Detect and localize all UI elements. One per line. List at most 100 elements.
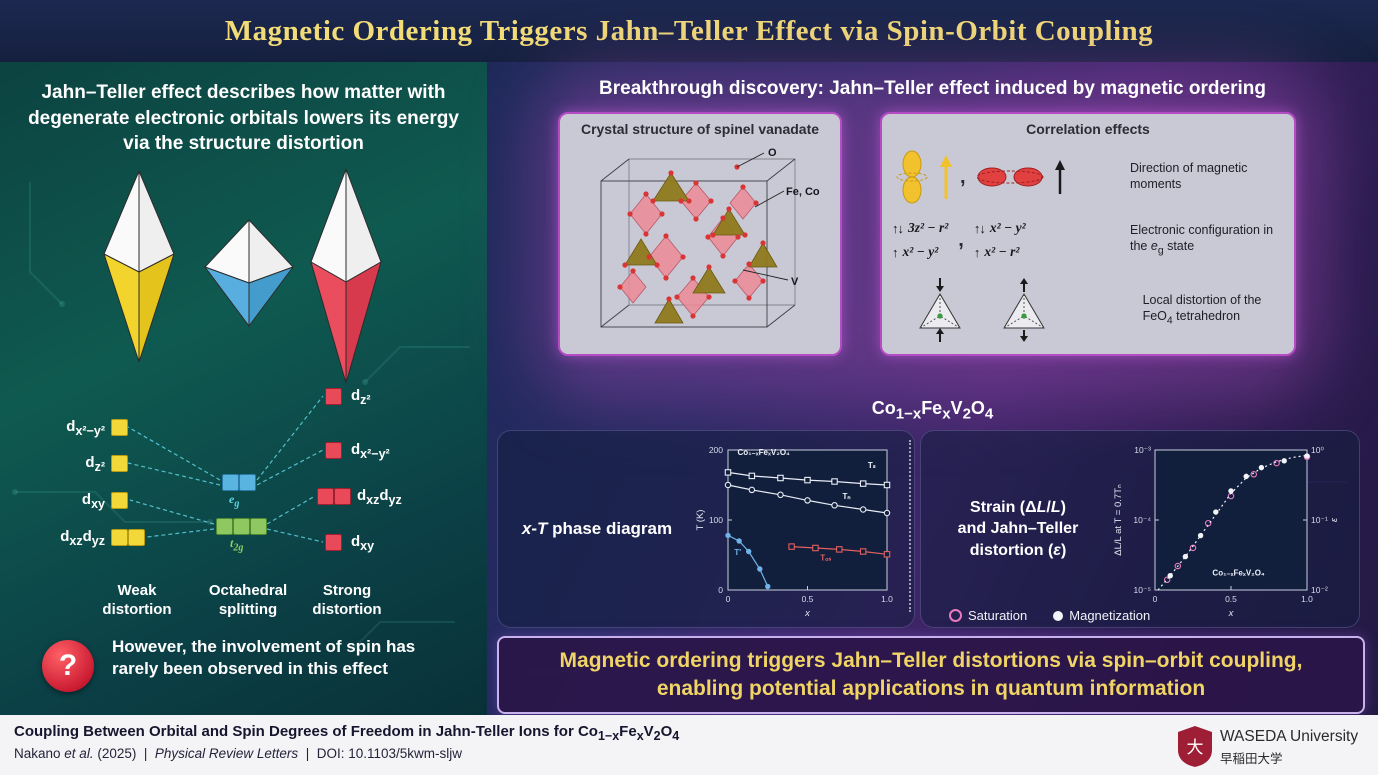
config-a: ↑↓ 3z² − r² ↑ x² − y² [892, 216, 948, 264]
t2g-square [233, 518, 250, 535]
svg-text:1.0: 1.0 [881, 594, 893, 604]
svg-text:Tₙ: Tₙ [842, 492, 850, 501]
conclusion-text: Magnetic ordering triggers Jahn–Teller d… [559, 648, 1303, 700]
crystal-card-title: Crystal structure of spinel vanadate [580, 121, 820, 137]
orbital-label-dx2y2: dx²−y² [66, 418, 105, 439]
orbital-square [325, 388, 342, 405]
orbital-label-dx2y2-strong: dx²−y² [351, 441, 390, 462]
config-b: ↑↓ x² − y² ↑ x² − r² [974, 216, 1026, 264]
university-name: WASEDA University [1220, 728, 1359, 745]
orbital-square [111, 492, 128, 509]
svg-text:10⁻⁵: 10⁻⁵ [1134, 585, 1151, 595]
eg-square [239, 474, 256, 491]
svg-text:ε: ε [1329, 517, 1340, 522]
page-title: Magnetic Ordering Triggers Jahn–Teller E… [224, 14, 1154, 47]
orbital-square [111, 419, 128, 436]
logo-glyph: 大 [1187, 738, 1204, 757]
spin-note-text: However, the involvement of spin has rar… [112, 637, 416, 679]
energy-level-diagram: dx²−y² dz² dxy dxzdyz eg t2g dz² dx²−y² … [25, 387, 470, 595]
comma-separator: , [960, 165, 966, 188]
orbital-square [128, 529, 145, 546]
orbital-formula: x² − y² [989, 220, 1026, 235]
crystal-structure-card: Crystal structure of spinel vanadate [558, 112, 842, 356]
level-connector-lines [127, 395, 324, 543]
orbital-label-dxzdyz: dxzdyz [60, 528, 105, 549]
svg-text:T′: T′ [734, 548, 741, 557]
svg-text:1.0: 1.0 [1301, 594, 1313, 604]
spin-arrows: ↑↓ [892, 220, 904, 236]
comma-separator: , [958, 228, 964, 251]
citation: Nakano et al. (2025) | Physical Review L… [14, 746, 462, 761]
filled-circle-marker [1053, 610, 1064, 621]
caption-electronic-configuration: Electronic configuration in the eg state [1130, 222, 1274, 257]
octahedron-compressed [203, 218, 295, 328]
svg-text:Tₛ: Tₛ [868, 461, 876, 470]
waseda-logo-icon: 大 [1178, 726, 1212, 767]
orbital-formula: 3z² − r² [908, 220, 949, 235]
correlation-row-configuration: ↑↓ 3z² − r² ↑ x² − y² , ↑↓ x² − y² [892, 212, 1284, 268]
caption-magnetic-moments: Direction of magnetic moments [1130, 161, 1248, 191]
eg-label: eg [229, 492, 240, 510]
header-bar: Magnetic Ordering Triggers Jahn–Teller E… [0, 0, 1378, 62]
question-mark-badge: ? [42, 640, 94, 692]
svg-text:Co₁₋ₓFeₓV₂O₄: Co₁₋ₓFeₓV₂O₄ [738, 448, 791, 457]
octahedron-weak-distortion [103, 170, 175, 363]
atom-label-fe-co: Fe, Co [786, 186, 820, 198]
spin-arrows: ↑ [973, 244, 980, 260]
svg-text:10⁰: 10⁰ [1311, 445, 1324, 455]
university-name-japanese: 早稲田大学 [1220, 752, 1283, 766]
discovery-panel: Breakthrough discovery: Jahn–Teller effe… [487, 62, 1378, 715]
yellow-orbital-icon [896, 150, 928, 204]
legend-item-magnetization: Magnetization [1053, 608, 1150, 623]
svg-text:T (K): T (K) [695, 510, 706, 531]
spin-arrows: ↑ [892, 244, 898, 260]
orbital-square [111, 529, 128, 546]
correlation-card-title: Correlation effects [1026, 121, 1150, 137]
jahn-teller-intro-panel: Jahn–Teller effect describes how matter … [0, 62, 487, 715]
red-orbital-icon [976, 167, 1044, 187]
orbital-square [334, 488, 351, 505]
paper-title: Coupling Between Orbital and Spin Degree… [14, 723, 680, 743]
question-mark: ? [58, 649, 78, 682]
open-circle-marker [949, 609, 962, 622]
orbital-formula: x² − y² [902, 244, 939, 259]
dotted-separator [909, 440, 911, 612]
legend-label: Magnetization [1069, 608, 1151, 623]
up-arrow-dark-icon [1054, 160, 1065, 194]
correlation-row-moments: , Direction of magnetic moments [892, 148, 1284, 206]
octahedron-strong-distortion [310, 168, 382, 384]
eg-square [222, 474, 239, 491]
tetrahedron-elongated-icon [1003, 278, 1045, 342]
atom-label-v: V [791, 276, 799, 288]
svg-text:200: 200 [709, 445, 723, 455]
caption-local-distortion: Local distortion of the FeO4 tetrahedron [1142, 292, 1262, 327]
svg-text:10⁻⁴: 10⁻⁴ [1133, 515, 1151, 525]
orbital-square [111, 455, 128, 472]
svg-text:x: x [804, 608, 811, 619]
svg-text:0: 0 [1153, 594, 1158, 604]
svg-text:ΔL/L at T = 0.7Tₙ: ΔL/L at T = 0.7Tₙ [1113, 484, 1124, 556]
intro-text: Jahn–Teller effect describes how matter … [28, 82, 459, 155]
crystal-structure-figure: O Fe, Co V [600, 147, 820, 328]
circuit-pattern-decoration [12, 182, 470, 653]
orbital-label-dz2-strong: dz² [351, 387, 371, 408]
svg-text:0: 0 [726, 594, 731, 604]
svg-text:x: x [1228, 608, 1235, 619]
svg-text:0: 0 [718, 585, 723, 595]
legend-item-saturation: Saturation [949, 608, 1027, 623]
svg-text:10⁻¹: 10⁻¹ [1311, 515, 1328, 525]
svg-text:0.5: 0.5 [802, 594, 814, 604]
atom-label-o: O [768, 147, 777, 159]
svg-text:100: 100 [709, 515, 723, 525]
orbital-formula: x² − r² [984, 244, 1020, 259]
orbital-square [325, 534, 342, 551]
tetrahedron-compressed-icon [919, 278, 961, 342]
